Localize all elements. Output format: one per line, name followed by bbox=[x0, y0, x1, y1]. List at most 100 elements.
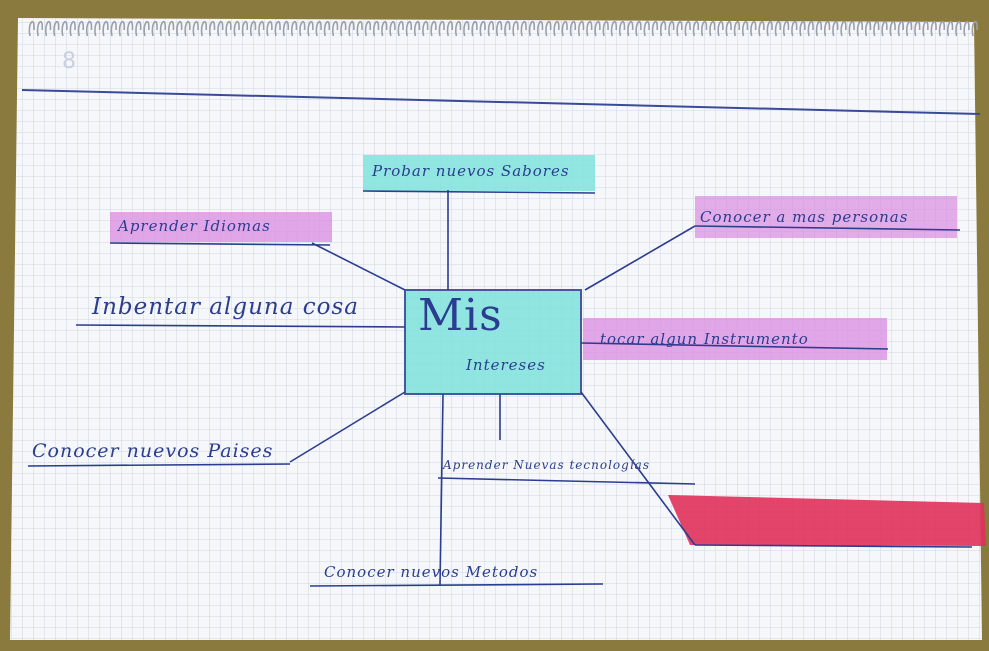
page-number-mark: 8 bbox=[62, 49, 76, 74]
spiral-loop bbox=[602, 20, 609, 37]
highlight-probar bbox=[363, 155, 595, 191]
spiral-loop bbox=[299, 20, 306, 37]
spiral-loop bbox=[200, 20, 208, 37]
spiral-loop bbox=[479, 20, 486, 37]
spiral-loop bbox=[766, 20, 773, 37]
spiral-loop bbox=[184, 20, 191, 37]
spiral-loop bbox=[963, 20, 970, 37]
branch-personas: Conocer a mas personas bbox=[700, 208, 909, 226]
spiral-loop bbox=[618, 20, 626, 37]
spiral-loop bbox=[44, 20, 52, 37]
spiral-loop bbox=[832, 20, 839, 37]
spiral-loop bbox=[176, 20, 183, 37]
spiral-loop bbox=[791, 20, 798, 37]
spiral-loop bbox=[881, 20, 888, 37]
branch-tecnologias: Aprender Nuevas tecnologías bbox=[443, 458, 650, 472]
spiral-loop bbox=[94, 20, 101, 37]
spiral-loop bbox=[512, 20, 519, 37]
spiral-loop bbox=[495, 20, 503, 37]
spiral-loop bbox=[577, 20, 585, 37]
spiral-loop bbox=[397, 20, 404, 37]
spiral-loop bbox=[143, 20, 150, 37]
spiral-loop bbox=[561, 20, 568, 37]
spiral-loop bbox=[659, 20, 667, 37]
spiral-loop bbox=[413, 20, 421, 37]
spiral-loop bbox=[348, 20, 355, 37]
spiral-loop bbox=[282, 20, 290, 37]
branch-probar: Probar nuevos Sabores bbox=[372, 162, 570, 180]
spiral-loop bbox=[955, 20, 962, 37]
spiral-loop bbox=[135, 20, 142, 37]
spiral-loop bbox=[102, 20, 109, 37]
highlight-instrumento bbox=[583, 318, 887, 360]
spiral-loop bbox=[873, 20, 880, 37]
spiral-loop bbox=[405, 20, 413, 37]
spiral-loop bbox=[463, 20, 470, 37]
spiral-loop bbox=[323, 20, 331, 37]
spiral-loop bbox=[807, 20, 814, 37]
spiral-loop bbox=[372, 20, 380, 37]
spiral-loop bbox=[946, 20, 954, 37]
spiral-loop bbox=[53, 20, 60, 37]
spiral-loop bbox=[897, 20, 905, 37]
connectors bbox=[27, 190, 973, 587]
spiral-loop bbox=[643, 20, 650, 37]
spiral-loop bbox=[85, 20, 93, 37]
spiral-loop bbox=[733, 20, 741, 37]
spiral-loop bbox=[741, 20, 749, 37]
branch-instrumento: tocar algun Instrumento bbox=[600, 330, 809, 348]
spiral-loop bbox=[692, 20, 700, 37]
spiral-loop bbox=[217, 20, 224, 37]
spiral-loop bbox=[569, 20, 577, 37]
spiral-loop bbox=[438, 20, 445, 37]
spiral-loop bbox=[389, 20, 396, 37]
spiral-loop bbox=[594, 20, 601, 37]
spiral-loop bbox=[290, 20, 298, 37]
highlight-idiomas bbox=[110, 212, 332, 242]
spiral-loop bbox=[758, 20, 765, 37]
spiral-loop bbox=[110, 20, 117, 37]
center-title-mis: Mis bbox=[418, 290, 503, 341]
spiral-loop bbox=[118, 20, 126, 37]
spiral-loop bbox=[536, 20, 544, 37]
branch-idiomas: Aprender Idiomas bbox=[118, 217, 271, 235]
spiral-loop bbox=[635, 20, 642, 37]
center-title-intereses: Intereses bbox=[466, 356, 546, 374]
spiral-loop bbox=[258, 20, 265, 37]
spiral-loop bbox=[668, 20, 675, 37]
spiral-loop bbox=[69, 20, 76, 37]
margin-line bbox=[21, 89, 981, 115]
spiral-loop bbox=[709, 20, 716, 37]
spiral-loop bbox=[553, 20, 560, 37]
spiral-loop bbox=[241, 20, 249, 37]
spiral-loop bbox=[930, 20, 937, 37]
spiral-loop bbox=[528, 20, 536, 37]
spiral-loop bbox=[331, 20, 339, 37]
highlight-red bbox=[668, 495, 986, 546]
spiral-loop bbox=[28, 20, 35, 37]
spiral-loop bbox=[36, 20, 44, 37]
spiral-loop bbox=[422, 20, 429, 37]
branch-metodos: Conocer nuevos Metodos bbox=[324, 563, 539, 581]
spiral-loop bbox=[889, 20, 896, 37]
spiral-loop bbox=[905, 20, 913, 37]
spiral-loop bbox=[725, 20, 732, 37]
spiral-loop bbox=[750, 20, 757, 37]
spiral-loop bbox=[799, 20, 806, 37]
spiral-loop bbox=[545, 20, 552, 37]
spiral-loop bbox=[676, 20, 683, 37]
spiral-loop bbox=[627, 20, 634, 37]
spiral-loop bbox=[126, 20, 134, 37]
spiral-loop bbox=[315, 20, 322, 37]
spiral-loop bbox=[266, 20, 273, 37]
spiral-loop bbox=[815, 20, 823, 37]
spiral-loop bbox=[77, 20, 85, 37]
spiral-loop bbox=[684, 20, 691, 37]
spiral-loop bbox=[233, 20, 240, 37]
spiral-loop bbox=[249, 20, 257, 37]
spiral-loop bbox=[610, 20, 618, 37]
spiral-loop bbox=[914, 20, 921, 37]
spiral-loop bbox=[487, 20, 495, 37]
